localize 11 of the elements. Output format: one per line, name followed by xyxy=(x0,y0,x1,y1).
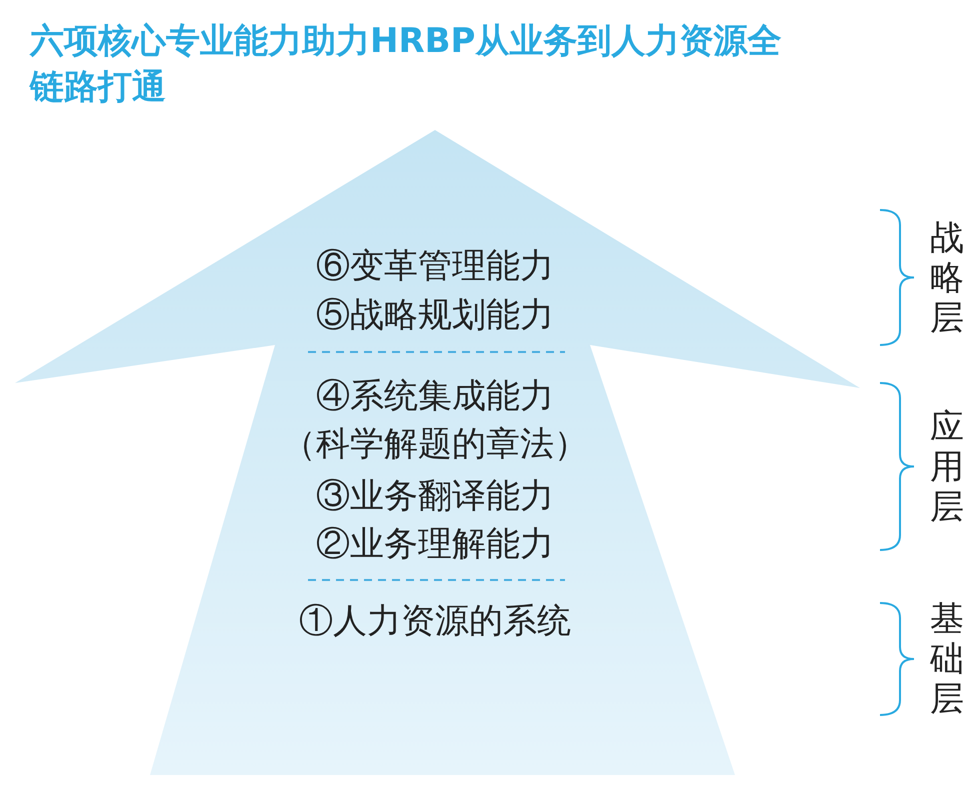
title: 六项核心专业能力助力HRBP从业务到人力资源全链路打通 xyxy=(30,20,782,109)
ability-text: ①人力资源的系统 xyxy=(298,600,572,642)
ability-text: ⑤战略规划能力 xyxy=(315,294,555,336)
ability-text: ⑥变革管理能力 xyxy=(315,245,555,287)
ability-text: ④系统集成能力 xyxy=(315,375,555,417)
layer-label: 基础层 xyxy=(929,599,965,719)
ability-text: ③业务翻译能力 xyxy=(315,475,555,517)
ability-text: ②业务理解能力 xyxy=(315,523,555,565)
layer-label: 战略层 xyxy=(929,218,965,338)
layer-label: 应用层 xyxy=(929,406,965,526)
ability-text: （科学解题的章法） xyxy=(281,423,589,465)
